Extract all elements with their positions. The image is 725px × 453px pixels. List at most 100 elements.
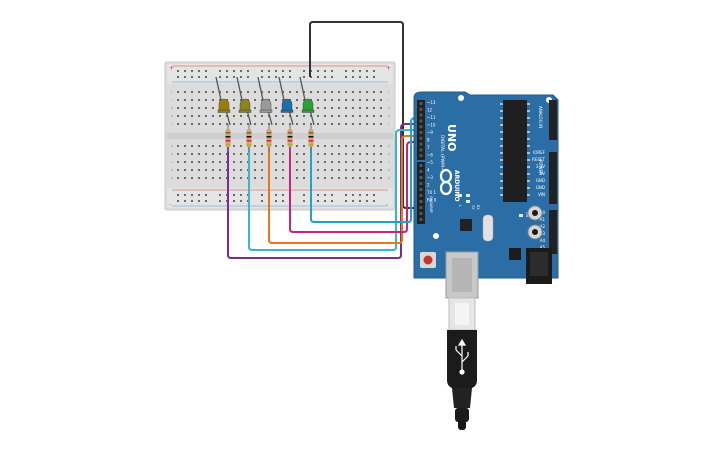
rail-hole [219,76,221,78]
header-pin[interactable] [419,113,423,117]
header-pin[interactable] [419,206,423,209]
resistor[interactable] [225,124,231,152]
header-pin[interactable] [419,182,423,185]
header-pin[interactable] [419,200,423,203]
header-pin[interactable] [419,125,423,129]
terminal-hole [247,91,249,93]
digital-header-lower[interactable] [417,162,425,224]
terminal-hole [198,99,200,101]
resistor[interactable] [308,124,314,152]
rail-hole [275,200,277,202]
wire-orange[interactable] [268,135,420,244]
digital-header-upper[interactable] [417,100,425,160]
terminal-hole [240,145,242,147]
analog-header-top[interactable] [549,100,557,140]
terminal-hole [359,145,361,147]
terminal-hole [366,145,368,147]
resistor[interactable] [287,124,293,152]
power-pin-label: GND [536,178,545,183]
resistor[interactable] [266,124,272,152]
rail-hole [345,200,347,202]
header-pin[interactable] [419,212,423,215]
terminal-hole [275,99,277,101]
analog-pin-label: A3 [540,231,546,236]
terminal-hole [380,91,382,93]
rail-hole [303,200,305,202]
terminal-hole [177,91,179,93]
led-blue[interactable] [278,76,294,126]
header-pin[interactable] [419,107,423,111]
terminal-hole [205,99,207,101]
chip-pin [500,124,503,126]
wire-magenta[interactable] [289,141,420,233]
terminal-hole [282,153,284,155]
led-green[interactable] [299,76,315,126]
led-yellow[interactable] [215,76,231,126]
terminal-hole [324,91,326,93]
led-base [259,109,273,113]
terminal-hole [289,91,291,93]
usb-cable[interactable] [447,297,477,430]
capacitor-top [532,229,538,235]
terminal-hole [303,115,305,117]
terminal-hole [303,177,305,179]
header-pin[interactable] [419,119,423,123]
row-letter: f [388,122,390,126]
led-leg [215,76,222,101]
rail-hole [205,76,207,78]
analog-pin-label: A4 [540,238,546,243]
row-letter: d [171,152,173,156]
terminal-hole [380,177,382,179]
header-pin[interactable] [419,102,423,105]
rail-hole [268,76,270,78]
header-pin[interactable] [419,154,423,158]
led-olive[interactable] [236,76,252,126]
terminal-hole [296,107,298,109]
terminal-hole [310,91,312,93]
rail-hole [282,76,284,78]
header-pin[interactable] [419,176,423,179]
terminal-hole [233,91,235,93]
rail-hole [359,70,361,72]
wire-ground[interactable] [309,21,420,209]
terminal-hole [254,169,256,171]
rail-hole [331,70,333,72]
resistor-band [308,132,314,134]
terminal-hole [282,115,284,117]
analog-header[interactable] [549,210,557,254]
wire-cyan[interactable] [248,129,420,251]
header-pin[interactable] [419,136,423,140]
led-body [260,98,272,112]
terminal-hole [212,177,214,179]
reset-button-cap[interactable] [423,255,433,265]
header-pin[interactable] [419,131,423,134]
rail-hole [261,76,263,78]
rail-hole [177,70,179,72]
row-letter: a [388,176,390,180]
header-pin[interactable] [419,170,423,173]
header-pin[interactable] [419,164,423,167]
header-pin[interactable] [419,188,423,191]
header-pin[interactable] [419,148,423,152]
header-pin[interactable] [419,194,423,197]
resistor[interactable] [246,124,252,152]
terminal-hole [324,115,326,117]
power-header[interactable] [549,152,557,204]
row-letter: j [170,90,172,94]
rail-hole [184,70,186,72]
led-white[interactable] [257,76,273,126]
led-leg [299,76,306,101]
header-pin[interactable] [419,142,423,146]
terminal-hole [254,145,256,147]
wire-purple[interactable] [227,123,420,259]
terminal-hole [373,99,375,101]
wire-teal[interactable] [310,117,420,223]
digital-pin-label: 4 [427,168,430,173]
terminal-hole [275,107,277,109]
header-pin[interactable] [419,218,423,221]
terminal-hole [352,177,354,179]
chip-pin [500,138,503,140]
